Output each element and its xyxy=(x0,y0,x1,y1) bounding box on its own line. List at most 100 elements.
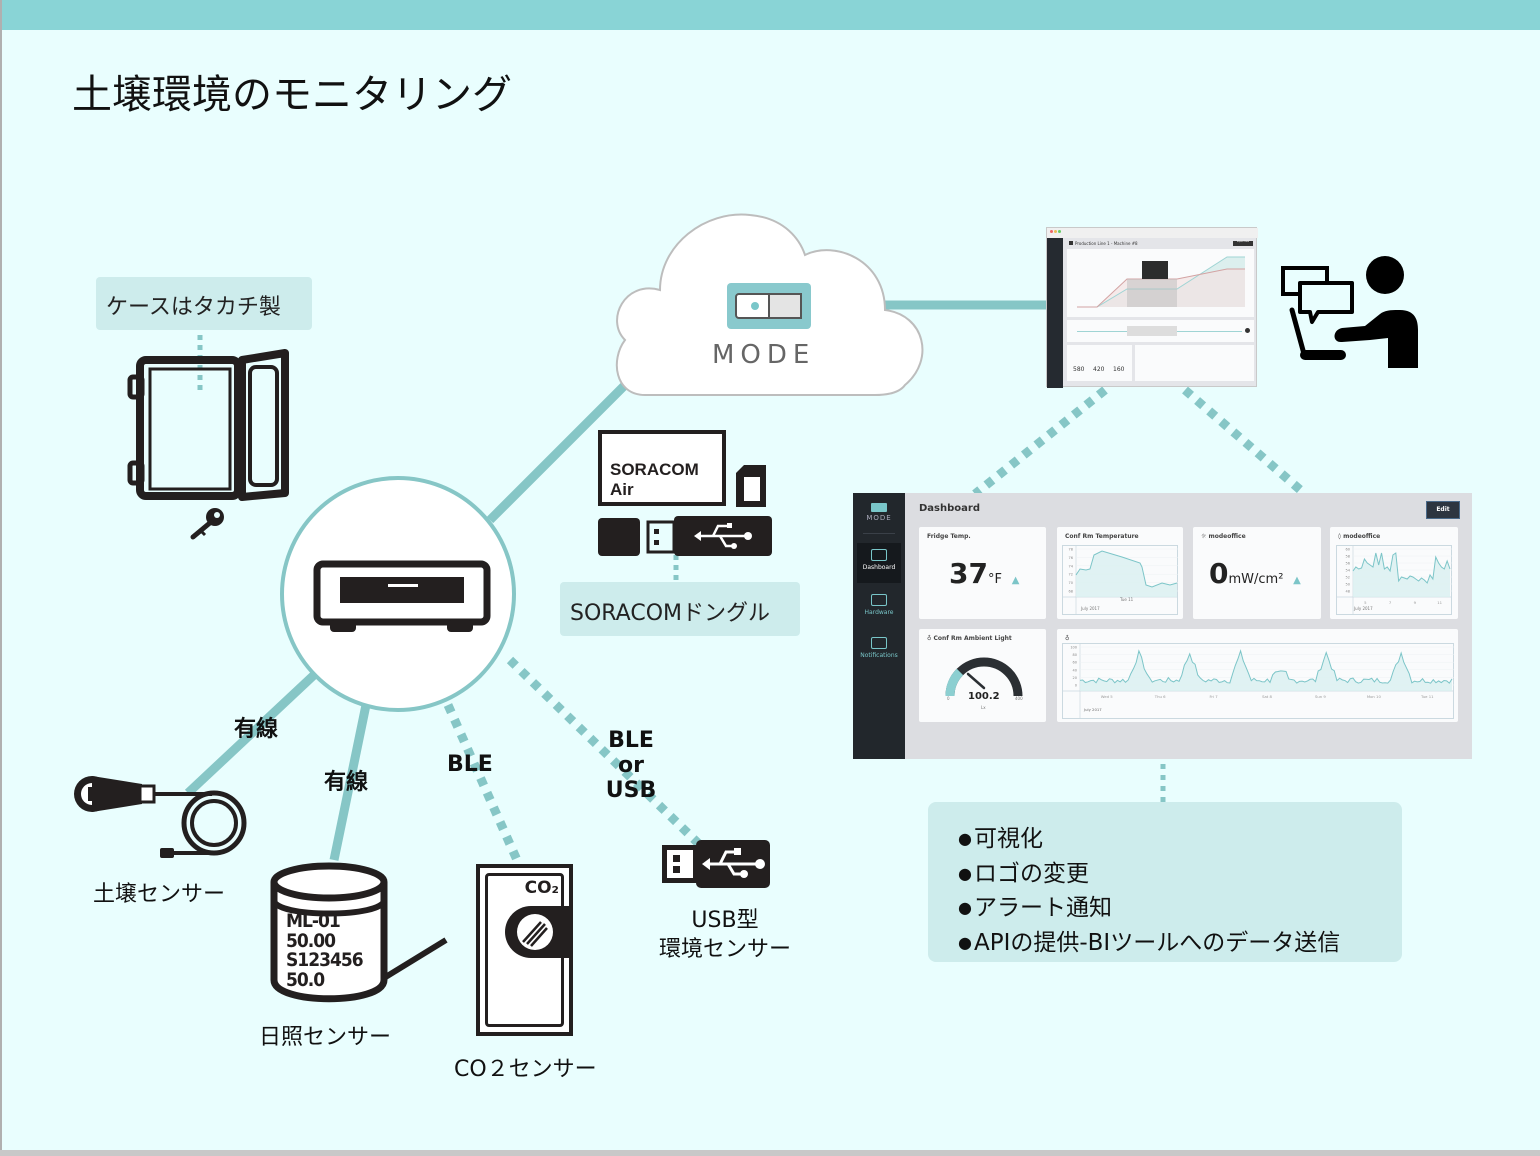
ble-or-usb-line-3: USB xyxy=(605,778,657,803)
browser-chrome xyxy=(1047,228,1258,238)
conf-temp-area xyxy=(1076,551,1177,597)
prod-uptime-panel xyxy=(1067,320,1254,342)
light-value-display: 0mW/cm² ▲ xyxy=(1209,557,1301,590)
prod-planned: 580 xyxy=(1073,366,1085,373)
co2-sensor-label: CO２センサー xyxy=(454,1057,597,1082)
droplet-icon: ◊ xyxy=(1338,533,1344,540)
y-tick-label: 58 xyxy=(1346,555,1350,559)
x-tick-label: Tue 11 xyxy=(1120,597,1134,602)
y-tick-label: 56 xyxy=(1346,562,1350,566)
dongle-callout-label: SORACOMドングル xyxy=(570,601,770,626)
line-prod-to-dash-left xyxy=(972,386,1108,498)
ble-or-usb-line-1: BLE xyxy=(608,728,654,753)
ble-or-usb-label: BLE or USB xyxy=(598,728,664,803)
cloud-brand-label: MODE xyxy=(712,340,816,370)
card-title: Fridge Temp. xyxy=(927,533,971,540)
prod-export-button: Export Data xyxy=(1233,241,1253,246)
x-tick-label: Sun 9 xyxy=(1315,694,1326,699)
y-tick-label: 40 xyxy=(1073,668,1077,672)
feature-item: APIの提供-BIツールへのデータ送信 xyxy=(958,926,1402,961)
ble-label: BLE xyxy=(447,752,493,777)
soracom-air-text: SORACOM Air xyxy=(610,460,699,499)
features-list: 可視化 ロゴの変更 アラート通知 APIの提供-BIツールへのデータ送信 xyxy=(928,802,1402,960)
feature-item: アラート通知 xyxy=(958,891,1402,926)
humidity-area xyxy=(1353,553,1450,597)
x-tick-label: Mon 10 xyxy=(1367,694,1382,699)
feature-item: 可視化 xyxy=(958,822,1402,857)
x-tick-label: Fri 7 xyxy=(1209,694,1218,699)
dashboard-icon xyxy=(871,549,887,561)
hardware-icon xyxy=(871,594,887,606)
x-tick-label: 7 xyxy=(1389,600,1392,605)
y-tick-label: 60 xyxy=(1346,548,1350,552)
nav-notifications-label: Notifications xyxy=(860,652,898,659)
light-sensor-icon xyxy=(270,862,448,1003)
card-title-text: Conf Rm Ambient Light xyxy=(933,635,1012,642)
y-tick-label: 74 xyxy=(1069,564,1074,568)
soil-sensor-icon xyxy=(74,776,247,858)
x-tick-label: 11 xyxy=(1437,600,1442,605)
y-tick-label: 72 xyxy=(1069,573,1073,577)
usb-dongle-icon xyxy=(598,516,772,556)
card-title: ♁ Conf Rm Ambient Light xyxy=(927,635,1012,642)
prod-line-chart xyxy=(1077,256,1245,308)
prod-difference: 160 xyxy=(1113,366,1125,373)
gauge-unit: Lx xyxy=(981,705,986,710)
gauge-fill xyxy=(945,668,964,697)
soil-sensor-label: 土壌センサー xyxy=(93,882,226,907)
usb-sensor-label: USB型 環境センサー xyxy=(652,906,798,964)
y-tick-label: 100 xyxy=(1070,646,1077,650)
y-tick-label: 20 xyxy=(1073,676,1077,680)
gauge-value: 100.2 xyxy=(968,691,1000,702)
nav-dashboard[interactable]: Dashboard xyxy=(857,543,901,583)
card-fridge-temp: Fridge Temp. 37°F ▲ xyxy=(919,527,1046,619)
card-title: ☼ modeoffice xyxy=(1201,533,1246,540)
humidity-line xyxy=(1352,552,1451,584)
fridge-unit: °F xyxy=(987,572,1002,587)
nav-hardware[interactable]: Hardware xyxy=(857,588,901,624)
light-timeline-line xyxy=(1079,649,1453,684)
card-ambient-light: ♁ Conf Rm Ambient Light 100.2 Lx 0 400 xyxy=(919,629,1046,722)
y-tick-label: 52 xyxy=(1346,576,1350,580)
top-accent-bar xyxy=(0,0,1540,30)
page-title: 土壌環境のモニタリング xyxy=(72,72,512,118)
sim-card-icon xyxy=(736,465,766,507)
gateway-device-icon xyxy=(313,560,491,632)
light-value: 0 xyxy=(1209,557,1229,590)
co2-badge: CO₂ xyxy=(524,878,559,898)
co2-sensor-icon: CO₂ xyxy=(476,864,573,1036)
prod-actual: 420 xyxy=(1093,366,1105,373)
gateway-hub xyxy=(280,476,516,712)
readout-line: S123456 xyxy=(286,949,364,971)
light-sensor-readout: ML-01 50.00 S123456 50.0 xyxy=(286,910,364,990)
wired-label-2: 有線 xyxy=(324,770,369,795)
mode-cloud xyxy=(615,213,924,396)
line-hub-to-light-sensor xyxy=(329,704,371,861)
y-tick-label: 68 xyxy=(1069,590,1073,594)
nav-notifications[interactable]: Notifications xyxy=(857,631,901,667)
x-tick-label: Sat 8 xyxy=(1262,694,1272,699)
bulb-icon: ♁ xyxy=(1065,635,1070,642)
fridge-value: 37 xyxy=(949,557,988,590)
x-tick-label: Thu 6 xyxy=(1154,694,1166,699)
prod-production-panel: 580 420 160 xyxy=(1067,345,1132,381)
enclosure-case-icon xyxy=(127,349,289,540)
line-hub-to-cloud xyxy=(486,366,644,524)
line-hub-to-usb-sensor xyxy=(506,656,704,849)
line-prod-to-dash-right xyxy=(1182,386,1308,498)
up-arrow-icon: ▲ xyxy=(1293,575,1301,586)
ble-or-usb-line-2: or xyxy=(618,753,644,778)
light-timeline-area xyxy=(1080,650,1452,691)
readout-line: ML-01 xyxy=(286,910,341,932)
key-icon xyxy=(190,508,224,540)
y-tick-label: 76 xyxy=(1069,556,1073,560)
gauge-min: 0 xyxy=(947,696,950,701)
prod-title: Production Line 1 - Machine #8 xyxy=(1075,241,1138,246)
edit-button[interactable]: Edit xyxy=(1426,501,1460,519)
dashboard-sidebar: MODE Dashboard Hardware Notifications xyxy=(853,493,905,759)
gauge-needle xyxy=(966,672,986,690)
